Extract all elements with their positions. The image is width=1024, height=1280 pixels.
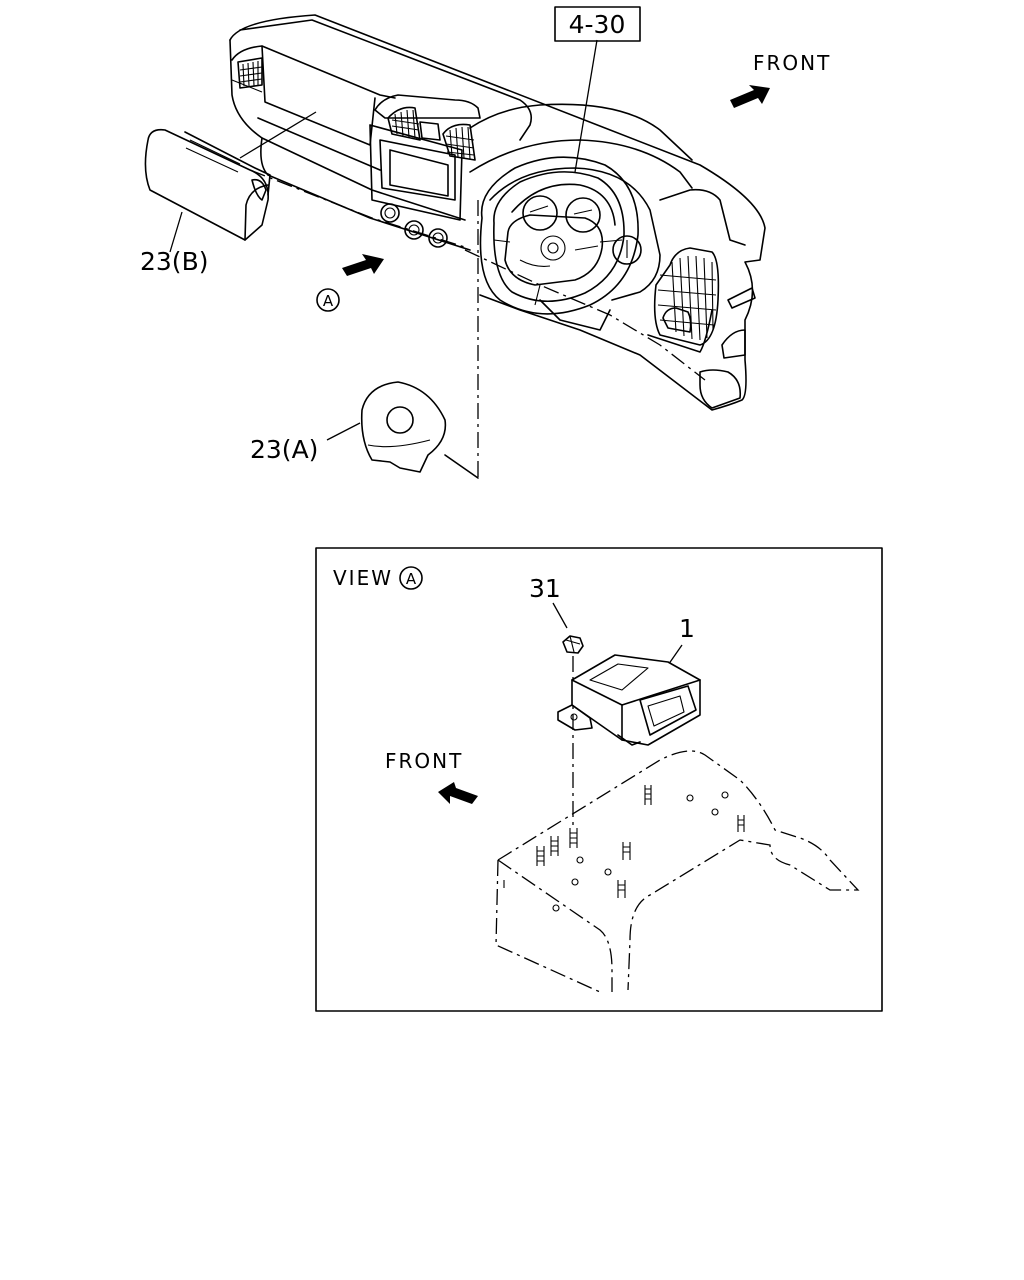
driver-airbag-module	[326, 381, 479, 479]
ref-4-30-label: 4-30	[569, 10, 626, 39]
label-1: 1	[679, 614, 695, 643]
label-31: 31	[529, 574, 561, 603]
circled-a-icon: A	[316, 288, 340, 312]
nut-part	[562, 635, 584, 654]
passenger-airbag-module	[144, 128, 271, 253]
svg-text:A: A	[406, 570, 417, 588]
front-label-view: FRONT	[385, 749, 463, 773]
label-23a: 23(A)	[250, 435, 318, 464]
front-arrow-view-icon	[438, 782, 478, 804]
view-title: VIEW	[333, 566, 393, 590]
front-label-top: FRONT	[753, 51, 831, 75]
view-title-circled-a-icon: A	[399, 566, 423, 590]
view-arrow-icon	[342, 254, 384, 276]
dashboard-illustration	[229, 14, 766, 411]
view-a-panel: VIEW A 31 1 FRONT	[315, 547, 883, 1012]
front-arrow-icon	[730, 85, 770, 108]
airbag-control-module	[557, 654, 701, 746]
floor-panel	[495, 750, 860, 993]
svg-text:A: A	[323, 292, 334, 310]
label-23b: 23(B)	[140, 247, 208, 276]
reference-box-4-30: 4-30	[554, 6, 641, 42]
